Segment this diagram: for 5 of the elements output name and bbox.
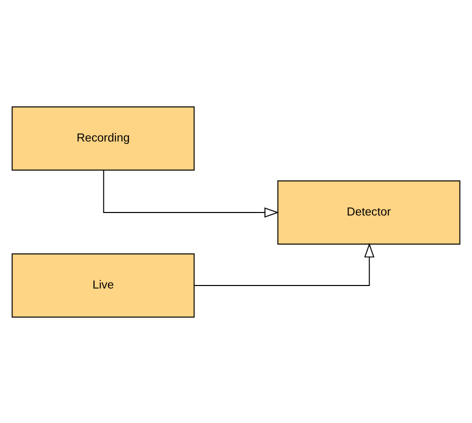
node-box: Recording xyxy=(12,106,195,170)
arrow xyxy=(103,169,280,218)
arrow xyxy=(194,242,374,286)
node-box: Detector xyxy=(277,180,460,244)
node-box: Live xyxy=(12,252,195,318)
